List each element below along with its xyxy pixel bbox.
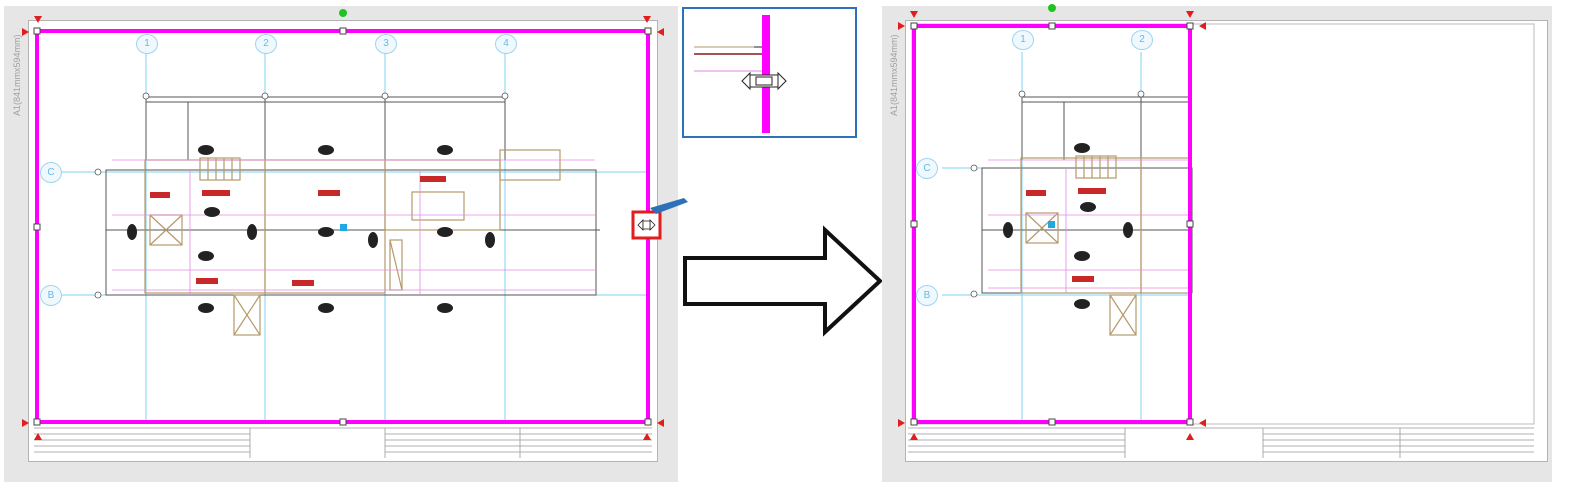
- building-structure: [981, 96, 1193, 294]
- grid-bubble: 1: [1012, 30, 1034, 50]
- before-drawing: [22, 9, 688, 458]
- selected-element-marker: [340, 224, 347, 231]
- right-arrow-icon: [683, 225, 883, 337]
- room-tags: [1026, 188, 1106, 282]
- origin-dot: [1048, 4, 1056, 12]
- grid-bubble: B: [40, 285, 62, 306]
- grid-markers: [94, 92, 509, 299]
- zoom-inset: [682, 7, 857, 138]
- resize-horizontal-cursor-icon: [741, 71, 787, 91]
- grid-bubble: 2: [255, 34, 277, 54]
- fixture-symbols: [1003, 143, 1133, 309]
- selected-element-marker: [1048, 221, 1055, 228]
- after-drawing: [898, 4, 1535, 458]
- grid-column-lines: [1021, 52, 1142, 420]
- title-block: [34, 427, 652, 458]
- pink-room-lines: [112, 159, 595, 295]
- fixture-symbols: [127, 145, 495, 313]
- grid-bubble: C: [916, 158, 938, 179]
- origin-dot: [339, 9, 347, 17]
- grid-bubble: C: [40, 162, 62, 183]
- grid-bubble: 3: [375, 34, 397, 54]
- viewport-handles: [33, 27, 652, 426]
- room-tags: [150, 176, 446, 286]
- corner-markers: [22, 16, 664, 440]
- viewport-handles: [910, 22, 1194, 426]
- after-sheet-paper: [905, 20, 1548, 462]
- grid-markers: [970, 90, 1145, 298]
- resize-horizontal-cursor-icon: [637, 219, 656, 231]
- grid-bubble: B: [916, 285, 938, 306]
- corner-markers: [898, 11, 1206, 440]
- callout-pointer: [650, 198, 688, 214]
- grid-bubble: 2: [1131, 30, 1153, 50]
- building-structure: [105, 96, 600, 296]
- title-block: [908, 427, 1534, 458]
- grid-bubble: 4: [495, 34, 517, 54]
- wall-outlines: [1020, 155, 1190, 336]
- pink-room-lines: [988, 159, 1190, 293]
- before-sheet-paper: [28, 20, 658, 462]
- wall-outlines: [144, 149, 561, 336]
- grid-bubble: 1: [136, 34, 158, 54]
- zoom-inset-drawing: [694, 15, 787, 133]
